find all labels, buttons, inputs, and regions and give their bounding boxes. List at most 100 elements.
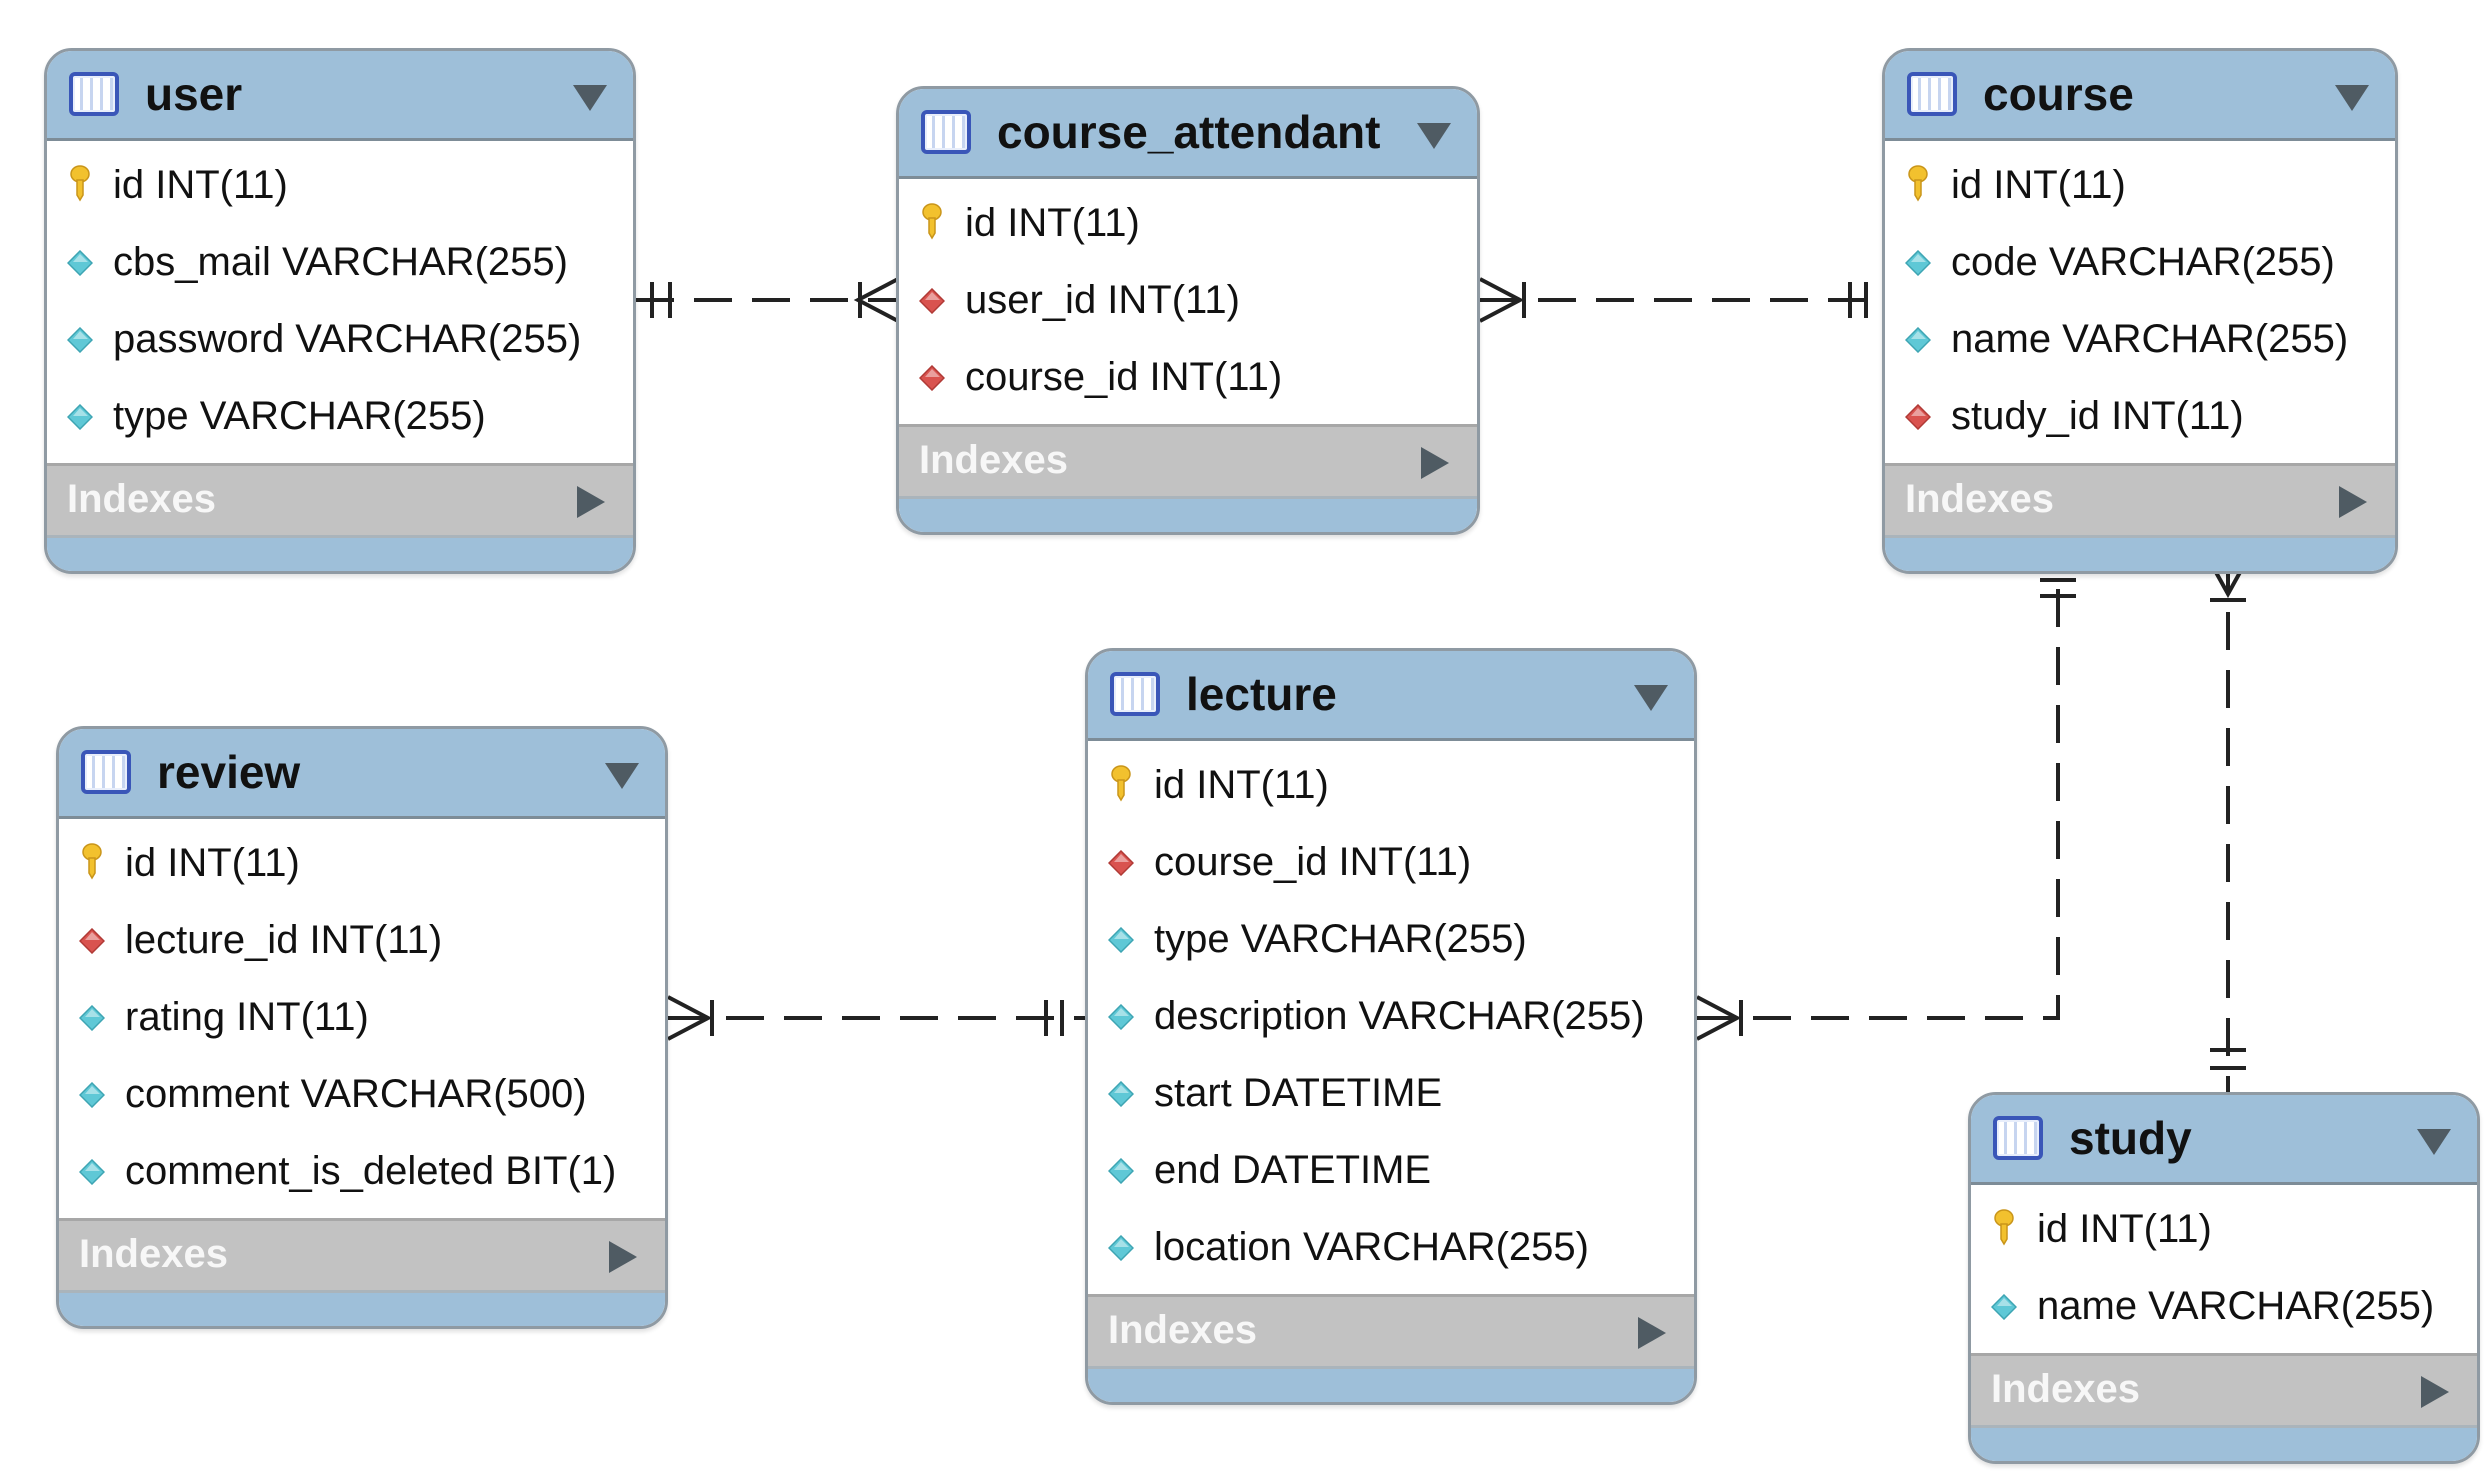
column-icon [1108, 1235, 1134, 1261]
column-icon [79, 1159, 105, 1185]
expand-arrow-icon[interactable] [577, 486, 605, 518]
column-row[interactable]: comment_is_deleted BIT(1) [59, 1133, 665, 1210]
indexes-section[interactable]: Indexes [899, 424, 1477, 496]
foreign-key-icon [919, 288, 945, 314]
column-row[interactable]: id INT(11) [1971, 1191, 2477, 1268]
table-footer [1971, 1425, 2477, 1461]
column-icon [79, 1005, 105, 1031]
indexes-section[interactable]: Indexes [59, 1218, 665, 1290]
table-title: course [1983, 68, 2134, 120]
column-row[interactable]: study_id INT(11) [1885, 378, 2395, 455]
column-row[interactable]: id INT(11) [1885, 147, 2395, 224]
table-footer [59, 1290, 665, 1326]
columns-list: id INT(11) user_id INT(11) course_id INT(1… [899, 179, 1477, 424]
collapse-arrow-icon[interactable] [605, 763, 639, 789]
column-text: location VARCHAR(255) [1154, 1225, 1589, 1269]
column-row[interactable]: password VARCHAR(255) [47, 301, 633, 378]
table-header[interactable]: study [1971, 1095, 2477, 1185]
collapse-arrow-icon[interactable] [2417, 1129, 2451, 1155]
table-header[interactable]: course_attendant [899, 89, 1477, 179]
table-review[interactable]: review id INT(11)lecture_id INT(11) ratin… [56, 726, 668, 1329]
column-row[interactable]: end DATETIME [1088, 1132, 1694, 1209]
column-icon [1108, 1081, 1134, 1107]
column-text: user_id INT(11) [965, 278, 1240, 322]
column-row[interactable]: lecture_id INT(11) [59, 902, 665, 979]
table-icon [81, 750, 131, 794]
table-header[interactable]: user [47, 51, 633, 141]
table-lecture[interactable]: lecture id INT(11) course_id INT(11) type … [1085, 648, 1697, 1405]
expand-arrow-icon[interactable] [2421, 1376, 2449, 1408]
column-row[interactable]: course_id INT(11) [899, 339, 1477, 416]
column-icon [67, 327, 93, 353]
column-text: code VARCHAR(255) [1951, 240, 2335, 284]
column-row[interactable]: location VARCHAR(255) [1088, 1209, 1694, 1286]
table-header[interactable]: course [1885, 51, 2395, 141]
column-row[interactable]: cbs_mail VARCHAR(255) [47, 224, 633, 301]
column-icon [1108, 1158, 1134, 1184]
foreign-key-icon [79, 928, 105, 954]
table-title: lecture [1186, 668, 1337, 720]
column-text: name VARCHAR(255) [1951, 317, 2349, 361]
collapse-arrow-icon[interactable] [2335, 85, 2369, 111]
indexes-section[interactable]: Indexes [1885, 463, 2395, 535]
column-icon [79, 1082, 105, 1108]
primary-key-icon [82, 843, 102, 880]
expand-arrow-icon[interactable] [609, 1241, 637, 1273]
relationship-review-lecture [667, 995, 1087, 1041]
column-text: type VARCHAR(255) [113, 394, 486, 438]
column-row[interactable]: user_id INT(11) [899, 262, 1477, 339]
indexes-label: Indexes [1991, 1367, 2140, 1411]
column-row[interactable]: comment VARCHAR(500) [59, 1056, 665, 1133]
column-text: course_id INT(11) [1154, 840, 1472, 884]
indexes-section[interactable]: Indexes [47, 463, 633, 535]
table-title: study [2069, 1112, 2192, 1164]
collapse-arrow-icon[interactable] [1417, 123, 1451, 149]
column-text: rating INT(11) [125, 995, 369, 1039]
indexes-section[interactable]: Indexes [1971, 1353, 2477, 1425]
expand-arrow-icon[interactable] [1638, 1317, 1666, 1349]
column-row[interactable]: id INT(11) [1088, 747, 1694, 824]
column-row[interactable]: id INT(11) [47, 147, 633, 224]
column-row[interactable]: name VARCHAR(255) [1971, 1268, 2477, 1345]
table-icon [921, 110, 971, 154]
column-text: type VARCHAR(255) [1154, 917, 1527, 961]
expand-arrow-icon[interactable] [1421, 447, 1449, 479]
table-user[interactable]: user id INT(11) cbs_mail VARCHAR(255)pass… [44, 48, 636, 574]
table-icon [1907, 72, 1957, 116]
table-study[interactable]: study id INT(11)name VARCHAR(255) Indexe… [1968, 1092, 2480, 1464]
table-footer [47, 535, 633, 571]
collapse-arrow-icon[interactable] [1634, 685, 1668, 711]
column-row[interactable]: name VARCHAR(255) [1885, 301, 2395, 378]
column-text: study_id INT(11) [1951, 394, 2244, 438]
table-title: user [145, 68, 243, 120]
collapse-arrow-icon[interactable] [573, 85, 607, 111]
column-row[interactable]: course_id INT(11) [1088, 824, 1694, 901]
column-icon [1108, 927, 1134, 953]
table-footer [1885, 535, 2395, 571]
relationship-course-study [2205, 554, 2251, 1096]
column-row[interactable]: type VARCHAR(255) [47, 378, 633, 455]
column-text: comment_is_deleted BIT(1) [125, 1149, 617, 1193]
column-row[interactable]: description VARCHAR(255) [1088, 978, 1694, 1055]
primary-key-icon [922, 203, 942, 240]
column-icon [67, 250, 93, 276]
column-text: description VARCHAR(255) [1154, 994, 1645, 1038]
column-row[interactable]: start DATETIME [1088, 1055, 1694, 1132]
indexes-section[interactable]: Indexes [1088, 1294, 1694, 1366]
table-course[interactable]: course id INT(11) code VARCHAR(255) name V… [1882, 48, 2398, 574]
column-row[interactable]: type VARCHAR(255) [1088, 901, 1694, 978]
column-text: id INT(11) [113, 163, 288, 207]
column-row[interactable]: id INT(11) [899, 185, 1477, 262]
column-row[interactable]: rating INT(11) [59, 979, 665, 1056]
indexes-label: Indexes [1905, 477, 2054, 521]
table-header[interactable]: review [59, 729, 665, 819]
indexes-label: Indexes [919, 438, 1068, 482]
expand-arrow-icon[interactable] [2339, 486, 2367, 518]
column-icon [67, 404, 93, 430]
column-row[interactable]: id INT(11) [59, 825, 665, 902]
table-header[interactable]: lecture [1088, 651, 1694, 741]
column-text: start DATETIME [1154, 1071, 1443, 1115]
column-row[interactable]: code VARCHAR(255) [1885, 224, 2395, 301]
table-course-attendant[interactable]: course_attendant id INT(11) user_id INT(1… [896, 86, 1480, 535]
